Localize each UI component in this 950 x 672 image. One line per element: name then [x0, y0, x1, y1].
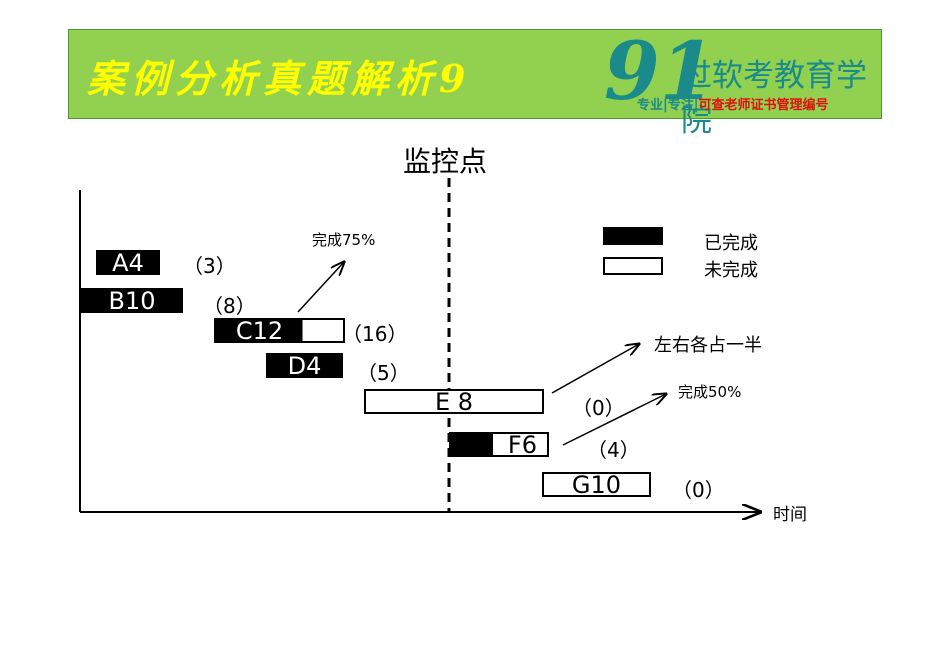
legend-todo-label: 未完成 [704, 260, 758, 281]
arrow-f6 [562, 394, 666, 446]
monitor-label: 监控点 [403, 145, 488, 178]
legend-done-label: 已完成 [704, 233, 758, 254]
annotation-75: 完成75% [312, 231, 376, 249]
slide-title: 案例分析真题解析9 [87, 56, 472, 101]
float-c12: （16） [342, 322, 408, 346]
float-a4: （3） [183, 254, 236, 278]
task-bar-e8: E 8 [364, 389, 544, 414]
task-bar-c12: C12 [214, 318, 345, 343]
header-banner: 案例分析真题解析9 91 过软考教育学院 专业|专注|可查老师证书管理编号 [68, 24, 882, 139]
arrow-c12 [297, 262, 344, 313]
task-bar-f6: F6 [449, 432, 549, 457]
logo-name: 过软考教育学院 [681, 58, 867, 139]
logo-number: 91 [604, 24, 716, 118]
task-label-c12: C12 [235, 317, 284, 345]
logo-slogan: 专业|专注|可查老师证书管理编号 [637, 94, 829, 113]
time-label: 时间 [773, 505, 807, 525]
annotation-half: 左右各占一半 [654, 335, 762, 356]
legend-done-swatch [603, 227, 663, 245]
float-b10: （8） [203, 294, 256, 318]
float-d4: （5） [357, 361, 410, 385]
slogan-part-1: 专业|专注| [637, 98, 699, 113]
task-bar-g10: G10 [542, 472, 651, 497]
task-bar-d4: D4 [266, 353, 343, 378]
slogan-part-2: 可查老师证书管理编号 [698, 98, 829, 113]
float-f6: （4） [587, 438, 640, 462]
float-e8: （0） [572, 396, 625, 420]
float-g10: （0） [672, 478, 725, 502]
task-bar-a4: A4 [96, 250, 160, 275]
task-bar-b10: B10 [81, 288, 183, 313]
arrow-e8 [551, 344, 639, 394]
legend-todo-swatch [603, 257, 663, 275]
annotation-50: 完成50% [678, 383, 742, 401]
